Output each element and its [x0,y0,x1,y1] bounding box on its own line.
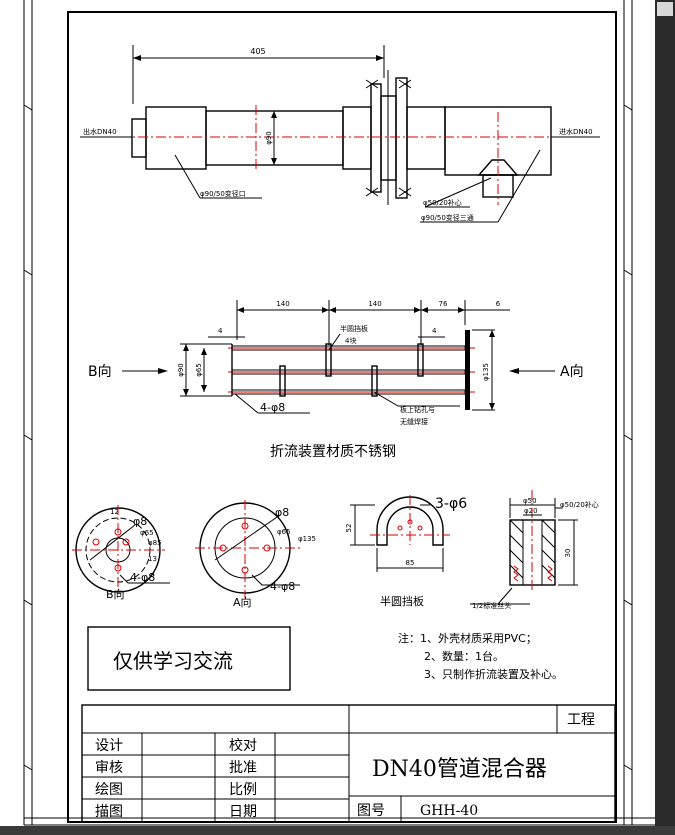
notes-block: 注：1、外壳材质采用PVC； 2、数量：1台。 3、只制作折流装置及补心。 [398,631,563,681]
patch-view: φ50 φ20 30 φ50/20补心 1/2标准丝头 [470,490,599,610]
dim-4-right: 4 [432,327,437,335]
watermark-text: 仅供学习交流 [113,649,233,673]
half-plate-count: 4块 [345,336,356,345]
dim-d135-side: φ135 [482,363,490,381]
tb-approve: 批准 [229,760,257,776]
note-3: 3、只制作折流装置及补心。 [424,667,563,681]
detail-a-d65: φ65 [277,528,291,536]
baffle-view: 140 140 76 6 4 4 半圆挡板 4块 φ135 [88,300,584,460]
top-view: 405 φ90 出水DN40 进水DN40 [80,45,600,223]
detail-a-view: φ8 φ65 φ135 4-φ8 A向 [195,500,316,609]
dim-405: 405 [250,47,265,56]
detail-b-view: φ8 12 φ65 φ85 13 4-φ8 B向 [72,505,170,601]
detail-b-d85: φ85 [148,539,162,547]
callout-reducer: φ90/50变径口 [200,189,246,198]
half-plate-holes: 3-φ6 [435,496,467,512]
detail-b-d12: 12 [110,508,119,516]
note-1: 注：1、外壳材质采用PVC； [398,631,537,645]
watermark-box: 仅供学习交流 [87,626,291,691]
tb-trace: 描图 [95,804,123,820]
weld-label-2: 无缝焊接 [400,417,428,426]
patch-dim-30: 30 [564,549,572,558]
direction-a-label: A向 [560,364,584,380]
detail-b-d13: 13 [148,555,157,563]
detail-a-d8: φ8 [275,506,289,519]
half-plate-caption: 半圆挡板 [380,594,424,608]
direction-b-label: B向 [88,364,112,380]
detail-b-caption: B向 [106,587,125,601]
outlet-label: 出水DN40 [83,127,117,136]
baffle-holes-label: 4-φ8 [260,401,285,414]
detail-a-caption: A向 [233,595,252,609]
tb-date: 日期 [229,804,257,820]
tb-title: DN40管道混合器 [372,757,547,782]
detail-a-holes: 4-φ8 [270,580,295,593]
half-plate-view: 3-φ6 52 85 半圆挡板 [345,495,467,608]
dim-4-left: 4 [218,327,223,335]
title-block: 工程 设计 校对 审核 批准 绘图 比例 描图 日期 DN40管道混合器 图号 … [81,704,616,823]
tb-design: 设计 [95,738,123,754]
dim-6: 6 [496,300,501,308]
tb-project: 工程 [567,712,595,728]
dim-140-b: 140 [368,300,381,308]
dim-d90-side: φ90 [177,363,185,377]
patch-callout: φ50/20补心 [560,500,599,509]
callout-patch: φ50/20补心 [423,198,462,207]
tb-check: 校对 [229,737,257,754]
material-note: 折流装置材质不锈钢 [270,444,396,460]
detail-a-d135: φ135 [298,535,316,543]
dim-d65-side: φ65 [195,363,203,377]
patch-dim-d20: φ20 [524,507,538,515]
tb-drawing-no: GHH-40 [420,803,478,819]
dim-76: 76 [439,300,448,308]
detail-b-holes: 4-φ8 [130,571,155,584]
tb-scale: 比例 [229,782,257,798]
dim-d90-top: φ90 [265,131,273,145]
half-plate-dim-52: 52 [345,524,353,533]
half-plate-label: 半圆挡板 [340,324,368,333]
tb-drawing-no-label: 图号 [357,803,385,819]
callout-tee: φ90/50变径三通 [421,213,474,222]
detail-b-d8: φ8 [133,515,147,528]
inlet-label: 进水DN40 [559,127,593,136]
patch-thread: 1/2标准丝头 [472,601,511,610]
tb-draw: 绘图 [95,782,123,798]
detail-b-d65: φ65 [140,529,154,537]
patch-dim-d50: φ50 [523,497,537,505]
half-plate-dim-85: 85 [406,559,415,567]
weld-label-1: 板上钻孔与 [400,405,435,414]
note-2: 2、数量：1台。 [424,649,504,663]
tb-review: 审核 [95,760,123,776]
dim-140-a: 140 [276,300,289,308]
